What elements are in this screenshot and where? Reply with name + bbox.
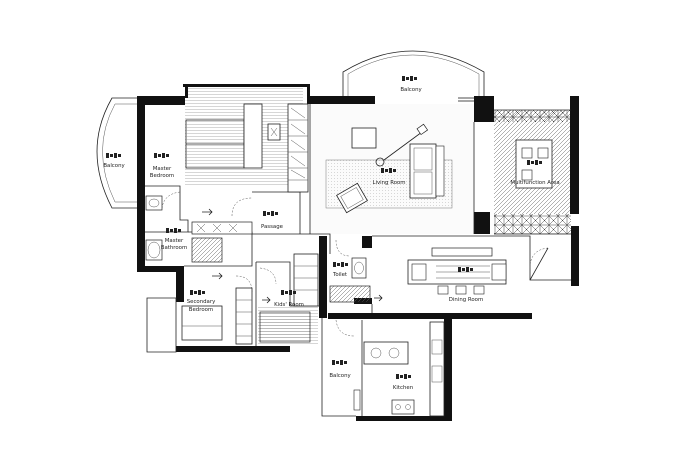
svg-text:Multifunction Area: Multifunction Area <box>510 180 559 186</box>
dining-furniture <box>407 247 507 295</box>
label-master-bathroom: Master Bathroom <box>161 228 187 251</box>
living-room-furniture <box>336 123 445 214</box>
interior-walls <box>145 104 571 417</box>
multifunction-tile-band-bottom <box>494 214 571 234</box>
master-wardrobe <box>287 103 309 193</box>
svg-text:Passage: Passage <box>261 224 284 230</box>
label-kitchen: Kitchen <box>393 374 413 391</box>
label-multifunction-area: Multifunction Area <box>510 160 560 186</box>
kitchen-fixtures <box>363 321 445 417</box>
svg-text:Toilet: Toilet <box>332 272 347 278</box>
label-balcony-bottom: Balcony <box>329 360 351 379</box>
svg-text:Dining Room: Dining Room <box>449 297 483 303</box>
svg-text:Secondary: Secondary <box>187 299 216 305</box>
svg-text:Balcony: Balcony <box>329 373 351 379</box>
window-markers <box>353 97 474 411</box>
label-toilet: Toilet <box>332 262 348 278</box>
left-balcony-outline <box>96 97 138 209</box>
top-balcony-outline <box>342 50 485 98</box>
secondary-bedroom-furniture <box>181 287 253 345</box>
entry-arrows <box>202 208 383 304</box>
door-swings <box>161 191 549 337</box>
label-passage: Passage <box>261 211 284 230</box>
toilet-fixtures <box>329 257 371 303</box>
svg-text:Bathroom: Bathroom <box>161 245 187 251</box>
label-secondary-bedroom: Secondary Bedroom <box>187 290 216 313</box>
master-bathroom-fixtures <box>145 195 253 263</box>
svg-text:Living Room: Living Room <box>372 180 405 186</box>
svg-text:Master: Master <box>153 166 172 172</box>
svg-text:Kids' Room: Kids' Room <box>274 302 304 308</box>
svg-text:Bedroom: Bedroom <box>150 173 174 179</box>
svg-text:Balcony: Balcony <box>103 163 125 169</box>
label-dining-room: Dining Room <box>449 267 483 303</box>
svg-text:Kitchen: Kitchen <box>393 385 413 391</box>
structural-walls <box>137 84 579 421</box>
multifunction-furniture <box>515 139 553 189</box>
multifunction-tile-band-top <box>494 110 571 122</box>
label-balcony-top: Balcony <box>400 76 422 93</box>
svg-text:Balcony: Balcony <box>400 87 422 93</box>
svg-text:Bedroom: Bedroom <box>189 307 213 313</box>
label-master-bedroom: Master Bedroom <box>150 153 174 179</box>
label-kids-room: Kids' Room <box>274 290 304 308</box>
label-balcony-left: Balcony <box>103 153 125 169</box>
kids-room-furniture <box>259 253 319 343</box>
label-living-room: Living Room <box>372 168 406 186</box>
master-bed <box>185 103 281 169</box>
svg-text:Master: Master <box>165 238 184 244</box>
